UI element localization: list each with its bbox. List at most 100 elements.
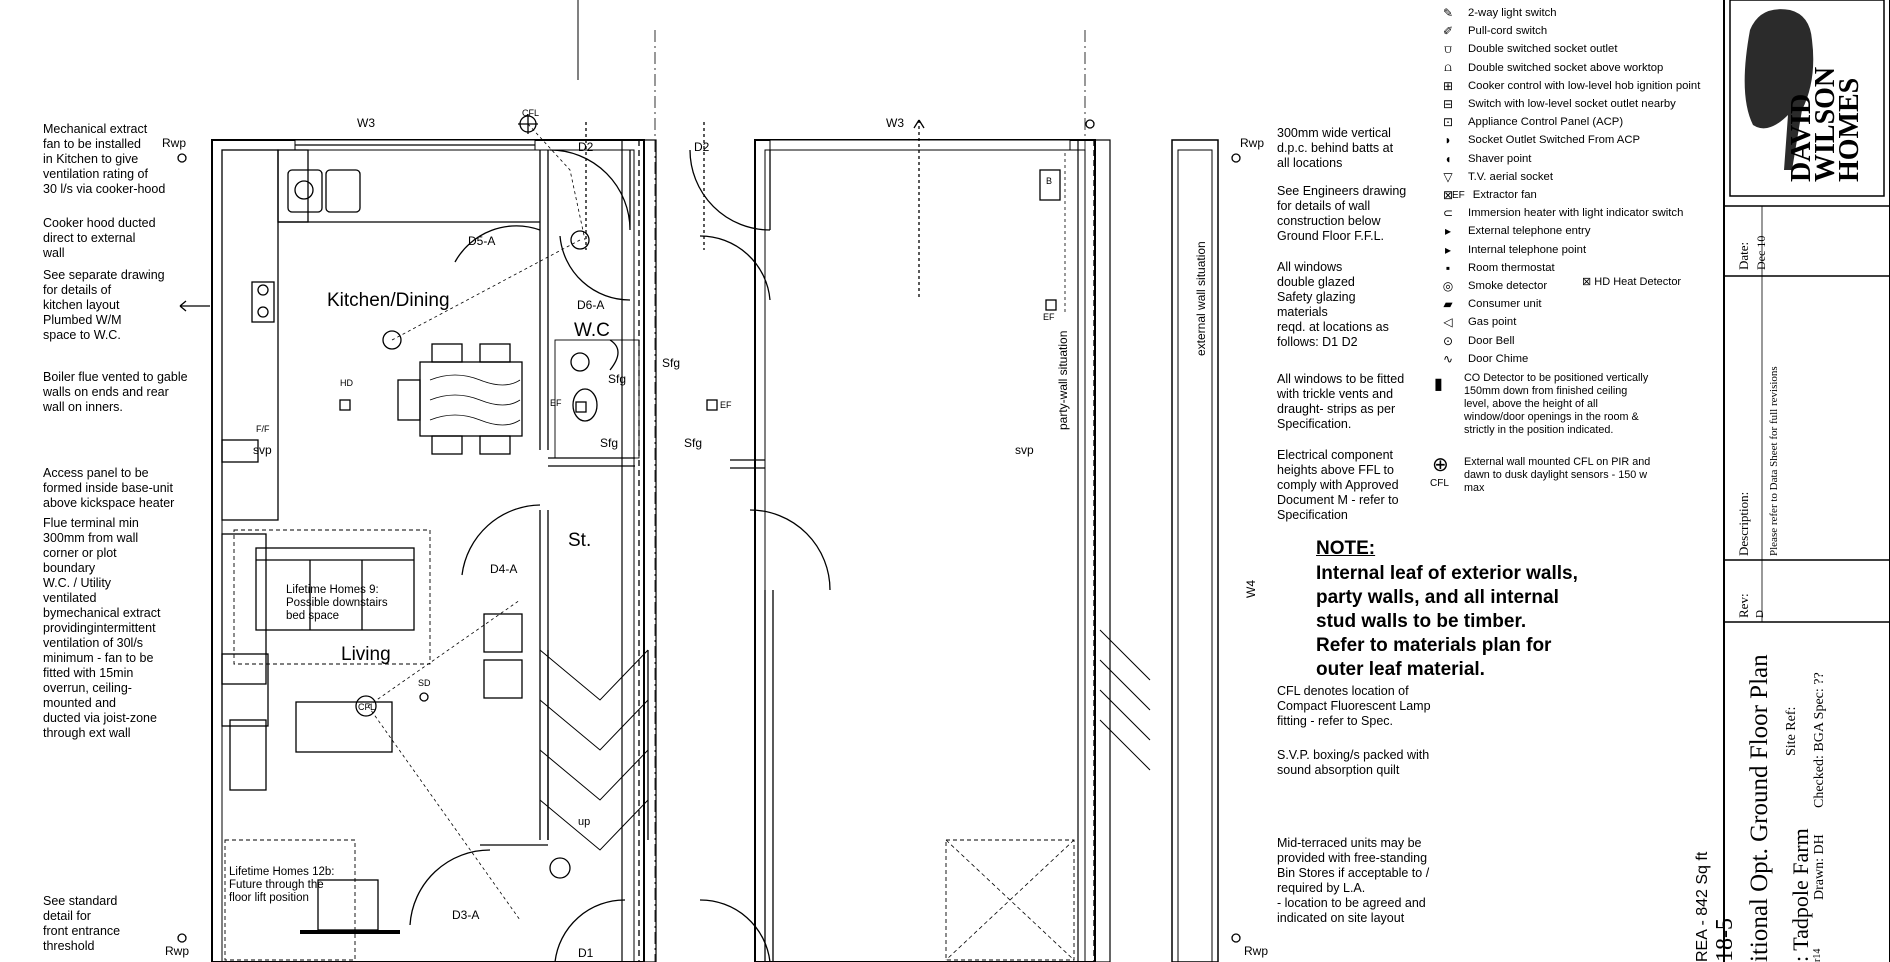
legend-item: ⊠EF Extractor fan	[1432, 186, 1537, 204]
legend-item: ⊞Cooker control with low-level hob ignit…	[1432, 77, 1700, 95]
label-sfg-4: Sfg	[684, 436, 703, 450]
extractor-icon: ⊠	[1442, 188, 1454, 202]
description-value: Please refer to Data Sheet for full revi…	[1768, 366, 1780, 556]
small-ref: r14	[1812, 948, 1823, 962]
room-kitchen-dining: Kitchen/Dining	[327, 290, 450, 311]
label-cfl-living: CFL	[358, 702, 376, 712]
legend-label: Gas point	[1468, 316, 1517, 329]
rev-label: Rev:	[1736, 593, 1751, 618]
note-engineers: See Engineers drawing for details of wal…	[1277, 184, 1407, 243]
legend-label: Door Chime	[1468, 352, 1529, 365]
thermostat-icon: ▪	[1445, 260, 1451, 275]
note-vertical-dpc: 300mm wide vertical d.p.c. behind batts …	[1277, 126, 1394, 170]
legend-item: ∿ Door Chime	[1432, 350, 1528, 368]
cooker-control-icon: ⊞	[1442, 78, 1454, 93]
legend-item: ⊙Door Bell	[1432, 332, 1515, 350]
legend-item: ▽ T.V. aerial socket	[1432, 168, 1553, 186]
note-cooker-hood: Cooker hood ducted direct to external wa…	[43, 216, 156, 260]
co-detector-icon: ▮	[1434, 376, 1443, 393]
worktop-socket-icon: ⩍	[1444, 60, 1452, 75]
label-rwp-tr: Rwp	[1240, 136, 1265, 150]
area-label: REA - 842 Sq ft	[1694, 851, 1711, 962]
checked-by: Checked: BGA Spec: ??	[1812, 672, 1827, 808]
legend-prefix: EF	[1452, 189, 1465, 201]
note-windows-glazed: All windows double glazed Safety glazing…	[1277, 260, 1389, 349]
note-extract-fan: Mechanical extract fan to be installed i…	[43, 122, 166, 196]
label-sd: SD	[418, 678, 431, 688]
shaver-icon: ◖	[1444, 151, 1452, 166]
legend-label: Extractor fan	[1472, 189, 1537, 201]
heat-detector-label: Heat Detector	[1613, 276, 1682, 288]
legend-label: Room thermostat	[1468, 261, 1555, 274]
label-d2-b: D2	[694, 140, 710, 154]
plan-code: 18-5	[1712, 918, 1738, 962]
legend-item: ◗Socket Outlet Switched From ACP	[1432, 131, 1640, 149]
room-store: St.	[568, 530, 592, 551]
legend-item: ▰ Consumer unit	[1432, 295, 1541, 313]
label-rwp-bl: Rwp	[165, 944, 190, 958]
heat-detector-icon: ⊠	[1582, 276, 1592, 288]
date-label: Date:	[1736, 241, 1751, 270]
smoke-detector-icon: ◎	[1442, 279, 1454, 293]
label-d5a: D5-A	[468, 234, 496, 248]
note-cfl: CFL denotes location of Compact Fluoresc…	[1277, 684, 1431, 728]
door-chime-icon: ∿	[1442, 351, 1454, 366]
note-materials: Internal leaf of exterior walls, party w…	[1316, 563, 1578, 680]
legend-item: ▪ Room thermostat	[1432, 259, 1555, 277]
label-d2-a: D2	[578, 140, 594, 154]
label-sfg-1: Sfg	[662, 356, 681, 370]
note-standard-detail: See standard detail for front entrance t…	[43, 894, 121, 953]
acp-icon: ⊡	[1442, 115, 1454, 130]
cfl-crosshair-icon: ⊕	[1432, 454, 1449, 476]
drawing-title: itional Opt. Ground Floor Plan	[1746, 654, 1773, 962]
legend-label: Appliance Control Panel (ACP)	[1468, 116, 1624, 129]
legend-label: Consumer unit	[1468, 298, 1542, 311]
lifetime-homes-9: Lifetime Homes 9: Possible downstairs be…	[286, 584, 388, 622]
2way-switch-icon: ✎	[1442, 6, 1454, 20]
label-ef-3: EF	[1043, 312, 1055, 322]
label-d3a: D3-A	[452, 908, 480, 922]
legend-item: ⊡ Appliance Control Panel (ACP)	[1432, 113, 1623, 131]
cfl-legend-tag: CFL	[1430, 478, 1449, 489]
legend-item: ✎ 2-way light switch	[1432, 4, 1557, 22]
tv-aerial-icon: ▽	[1443, 169, 1453, 184]
brand-logo: DAVID WILSON HOMES	[1786, 67, 1865, 182]
note-bin-stores: Mid-terraced units may be provided with …	[1277, 836, 1430, 925]
label-hd: HD	[340, 378, 353, 388]
label-w3-right: W3	[886, 116, 904, 130]
rev-value: D	[1754, 610, 1766, 618]
label-svp-right: svp	[1015, 443, 1034, 457]
legend-label: 2-way light switch	[1468, 7, 1557, 19]
legend-label: Shaver point	[1468, 152, 1532, 165]
label-sfg-3: Sfg	[600, 436, 619, 450]
socket-acp-icon: ◗	[1444, 133, 1452, 148]
int-phone-icon: ▸	[1444, 242, 1452, 257]
gas-point-icon: ◁	[1443, 315, 1453, 330]
legend-label: External telephone entry	[1468, 225, 1591, 238]
lifetime-homes-12b: Lifetime Homes 12b: Future through the f…	[229, 866, 335, 904]
legend-item: ⊂ Immersion heater with light indicator s…	[1432, 204, 1683, 222]
immersion-icon: ⊂	[1442, 206, 1454, 221]
note-access-panel: Access panel to be formed inside base-un…	[43, 466, 175, 510]
legend-label: Double switched socket outlet	[1468, 43, 1618, 56]
legend-label: T.V. aerial socket	[1468, 170, 1553, 183]
heat-detector-legend: ⊠ HD Heat Detector	[1582, 275, 1681, 288]
legend-label: Internal telephone point	[1468, 243, 1587, 256]
label-ef-1: EF	[550, 398, 562, 408]
legend-item: ⊟Switch with low-level socket outlet nea…	[1432, 95, 1676, 113]
note-svp-boxing: S.V.P. boxing/s packed with sound absorp…	[1277, 748, 1430, 777]
label-ff: F/F	[256, 424, 270, 434]
label-party-wall: party-wall situation	[1056, 330, 1070, 430]
note-trickle-vents: All windows to be fitted with trickle ve…	[1277, 372, 1405, 431]
label-up: up	[578, 816, 591, 828]
double-socket-icon: ⩌	[1444, 41, 1452, 56]
drawn-by: Drawn: DH	[1812, 834, 1827, 900]
consumer-unit-icon: ▰	[1443, 297, 1453, 312]
legend-item: ✐Pull-cord switch	[1432, 22, 1547, 40]
pull-cord-icon: ✐	[1442, 24, 1454, 39]
legend-label: Immersion heater with light indicator sw…	[1468, 207, 1684, 220]
legend-item: ◁ Gas point	[1432, 313, 1516, 331]
site-name: : Tadpole Farm	[1788, 828, 1813, 962]
note-heading: NOTE:	[1316, 538, 1376, 559]
